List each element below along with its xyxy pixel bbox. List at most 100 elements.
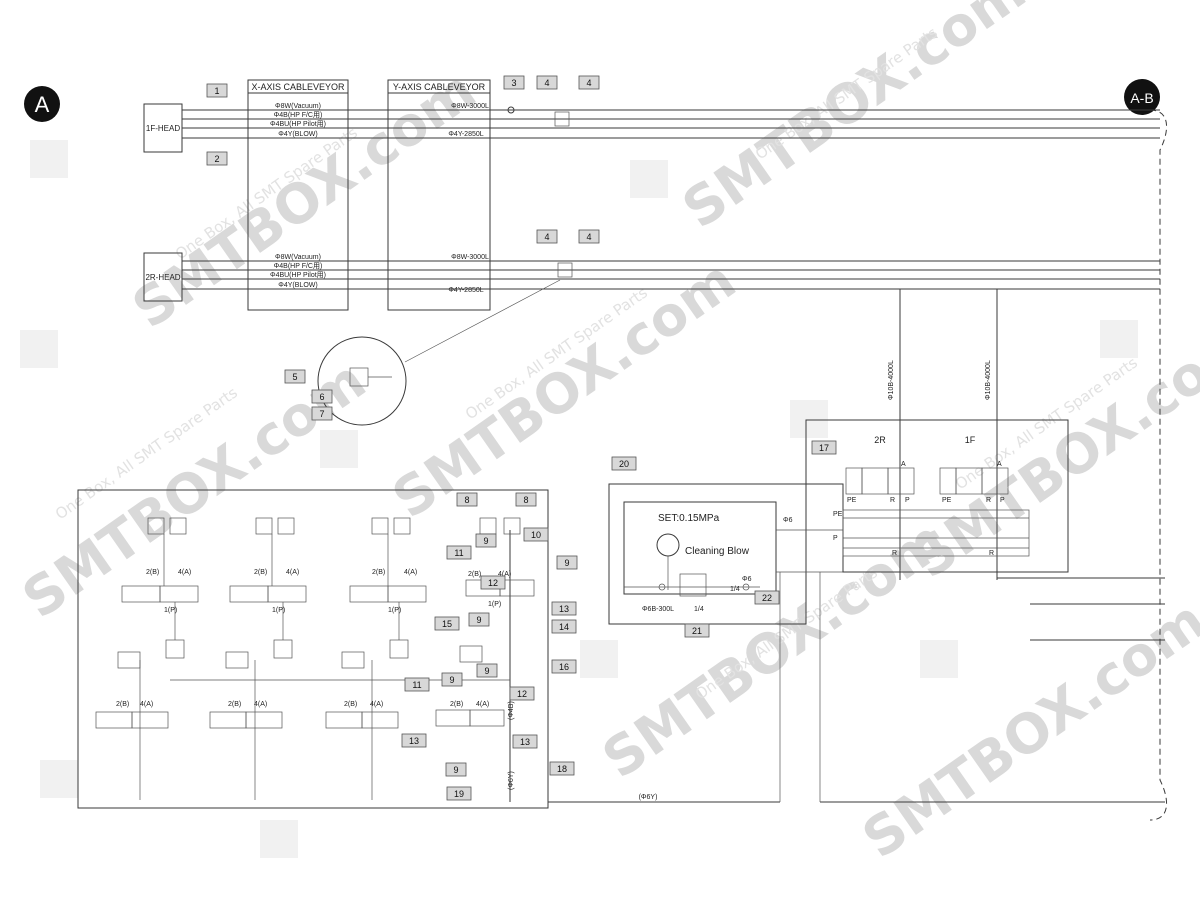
tube-cap-symbol <box>557 262 573 278</box>
ejector-row <box>117 639 483 669</box>
callout-number: 9 <box>453 765 458 775</box>
cleaning-valve-assy: 2R 1F A PE R P A PE R P PE P R R <box>805 419 1069 573</box>
callout-4: 4 <box>578 75 600 90</box>
callout-number: 18 <box>557 764 567 774</box>
manifold-p: P <box>833 535 838 542</box>
line-2r-blow: Φ4Y(BLOW) <box>278 282 317 289</box>
callout-number: 4 <box>586 78 591 88</box>
callout-3: 3 <box>503 75 525 90</box>
phi6-label-b: Φ6 <box>783 517 793 524</box>
callout-number: 17 <box>819 443 829 453</box>
tube-label-v2: Φ10B-4000L <box>985 360 992 400</box>
head-1f: 1F-HEAD <box>143 103 183 153</box>
callout-12: 12 <box>480 575 506 590</box>
port-a: A <box>997 461 1002 468</box>
callout-number: 20 <box>619 459 629 469</box>
callout-number: 10 <box>531 530 541 540</box>
callout-8: 8 <box>456 492 478 507</box>
cleaning-blow-label: Cleaning Blow <box>685 546 750 557</box>
callout-number: 9 <box>476 615 481 625</box>
callout-11: 11 <box>446 545 472 560</box>
x-axis-title: X-AXIS CABLEVEYOR <box>251 82 345 92</box>
port-1p: 1(P) <box>388 607 401 614</box>
callout-number: 3 <box>511 78 516 88</box>
callout-number: 19 <box>454 789 464 799</box>
set-pressure: SET:0.15MPa <box>658 513 720 524</box>
fitting-symbol <box>507 106 515 114</box>
port-p: P <box>1000 497 1005 504</box>
fraction-2: 1/4 <box>730 586 740 593</box>
y-axis-title: Y-AXIS CABLEVEYOR <box>393 82 486 92</box>
watermark-brand: SMTBOX.com <box>851 588 1200 870</box>
tube-label-left-v2: (Φ6Y) <box>508 771 515 790</box>
head-1f-label: 1F-HEAD <box>146 124 180 133</box>
marker-ab-label: A-B <box>1130 90 1153 106</box>
watermark-brand: SMTBOX.com <box>121 58 487 340</box>
line-1f-hp-fc: Φ4B(HP F/C用) <box>274 111 323 119</box>
callout-14: 14 <box>551 619 577 634</box>
callout-number: 9 <box>483 536 488 546</box>
callout-9: 9 <box>476 663 498 678</box>
continuation-bracket <box>1149 109 1168 821</box>
detail-circle <box>317 279 561 426</box>
callout-21: 21 <box>684 623 710 638</box>
port-2b: 2(B) <box>468 571 481 578</box>
port-pe: PE <box>847 497 857 504</box>
callout-number: 14 <box>559 622 569 632</box>
callout-9: 9 <box>445 762 467 777</box>
tube-label-mid-8w: Φ8W-3000L <box>451 254 489 261</box>
callout-number: 8 <box>464 495 469 505</box>
watermark-layer: SMTBOX.com SMTBOX.com SMTBOX.com SMTBOX.… <box>11 0 1200 871</box>
callout-5: 5 <box>284 369 306 384</box>
port-4a: 4(A) <box>254 701 267 708</box>
callout-15: 15 <box>434 616 460 631</box>
callout-11: 11 <box>404 677 430 692</box>
manifold-pe: PE <box>833 511 843 518</box>
port-2b: 2(B) <box>372 569 385 576</box>
tube-label-mid-4y: Φ4Y-2850L <box>448 287 483 294</box>
callout-13: 13 <box>512 734 538 749</box>
line-2r-hp-pilot: Φ4BU(HP Pilot用) <box>270 271 326 279</box>
port-1p: 1(P) <box>488 601 501 608</box>
port-pe: PE <box>942 497 952 504</box>
callout-number: 6 <box>319 392 324 402</box>
callout-number: 5 <box>292 372 297 382</box>
callout-number: 7 <box>319 409 324 419</box>
port-4a: 4(A) <box>498 571 511 578</box>
marker-a-label: A <box>35 92 50 117</box>
port-2b: 2(B) <box>344 701 357 708</box>
callout-number: 8 <box>523 495 528 505</box>
valve-col-1f: 1F <box>965 435 976 445</box>
tube-label-top-8w: Φ8W-3000L <box>451 103 489 110</box>
solenoid-valve-1f: A PE R P <box>939 461 1009 504</box>
x-axis-cableveyor: X-AXIS CABLEVEYOR <box>247 79 349 311</box>
watermark-brand: SMTBOX.com <box>381 248 747 530</box>
line-1f-blow: Φ4Y(BLOW) <box>278 131 317 138</box>
watermark-brand: SMTBOX.com <box>671 0 1037 241</box>
port-p: P <box>905 497 910 504</box>
callout-13: 13 <box>401 733 427 748</box>
port-2b: 2(B) <box>116 701 129 708</box>
callout-number: 15 <box>442 619 452 629</box>
callout-17: 17 <box>811 440 837 455</box>
callout-number: 4 <box>544 232 549 242</box>
callout-19: 19 <box>446 786 472 801</box>
callout-6: 6 <box>311 389 333 404</box>
callout-number: 2 <box>214 154 219 164</box>
callout-16: 16 <box>551 659 577 674</box>
callout-number: 12 <box>517 689 527 699</box>
tube-label-bottom: (Φ6Y) <box>639 794 658 801</box>
tube-label-v1: Φ10B-4000L <box>888 360 895 400</box>
valve-lower-1: 2(B) 4(A) <box>95 701 169 729</box>
line-2r-vacuum: Φ8W(Vacuum) <box>275 254 321 261</box>
callout-20: 20 <box>611 456 637 471</box>
port-2b: 2(B) <box>228 701 241 708</box>
line-1f-vacuum: Φ8W(Vacuum) <box>275 103 321 110</box>
port-r: R <box>890 497 895 504</box>
port-4a: 4(A) <box>476 701 489 708</box>
solenoid-valve-2r: A PE R P <box>845 461 915 504</box>
callout-number: 13 <box>559 604 569 614</box>
callout-22: 22 <box>754 590 780 605</box>
port-4a: 4(A) <box>140 701 153 708</box>
callout-8: 8 <box>515 492 537 507</box>
